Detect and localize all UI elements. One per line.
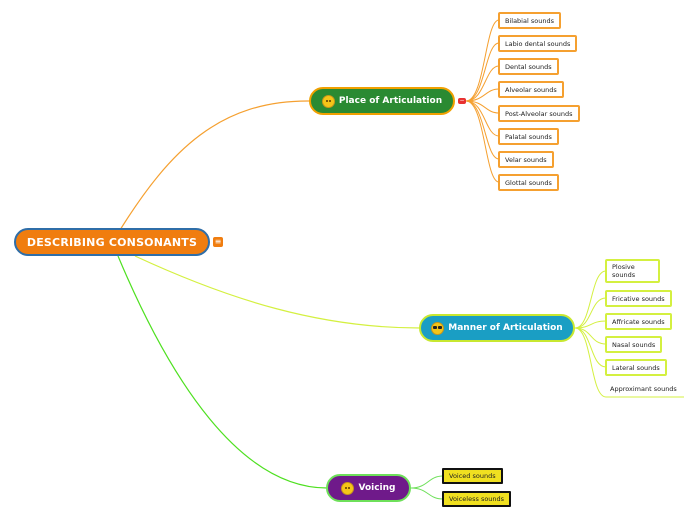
root-topic-label: DESCRIBING CONSONANTS bbox=[26, 235, 198, 249]
subtopic-velar[interactable]: Velar sounds bbox=[498, 151, 554, 168]
note-icon[interactable]: ≡ bbox=[213, 237, 223, 247]
sunglasses-face-icon bbox=[431, 321, 445, 335]
root-topic[interactable]: DESCRIBING CONSONANTS bbox=[14, 228, 210, 256]
subtopic-alveolar[interactable]: Alveolar sounds bbox=[498, 81, 564, 98]
smiley-face-icon bbox=[321, 94, 335, 108]
collapse-toggle-icon[interactable]: − bbox=[458, 97, 466, 104]
nerd-face-icon bbox=[341, 481, 355, 495]
subtopic-affricate[interactable]: Affricate sounds bbox=[605, 313, 672, 330]
subtopic-voiceless[interactable]: Voiceless sounds bbox=[442, 491, 512, 507]
subtopic-fricative[interactable]: Fricative sounds bbox=[605, 290, 672, 307]
topic-place-of-articulation[interactable]: Place of Articulation bbox=[309, 87, 455, 115]
subtopic-plosive[interactable]: Plosive sounds bbox=[605, 259, 660, 283]
subtopic-post-alveolar[interactable]: Post-Alveolar sounds bbox=[498, 105, 580, 122]
subtopic-voiced[interactable]: Voiced sounds bbox=[442, 468, 503, 484]
subtopic-nasal[interactable]: Nasal sounds bbox=[605, 336, 663, 353]
subtopic-bilabial[interactable]: Bilabial sounds bbox=[498, 12, 561, 29]
subtopic-dental[interactable]: Dental sounds bbox=[498, 58, 559, 75]
subtopic-lateral[interactable]: Lateral sounds bbox=[605, 359, 667, 376]
topic-voicing[interactable]: Voicing bbox=[326, 474, 411, 502]
topic-manner-of-articulation[interactable]: Manner of Articulation bbox=[419, 314, 575, 342]
topic-label: Place of Articulation bbox=[338, 96, 443, 106]
subtopic-labio-dental[interactable]: Labio dental sounds bbox=[498, 35, 578, 52]
subtopic-approximant[interactable]: Approximant sounds bbox=[605, 382, 682, 396]
topic-label: Manner of Articulation bbox=[448, 323, 563, 333]
subtopic-glottal[interactable]: Glottal sounds bbox=[498, 174, 559, 191]
topic-label: Voicing bbox=[358, 483, 396, 493]
subtopic-palatal[interactable]: Palatal sounds bbox=[498, 128, 559, 145]
